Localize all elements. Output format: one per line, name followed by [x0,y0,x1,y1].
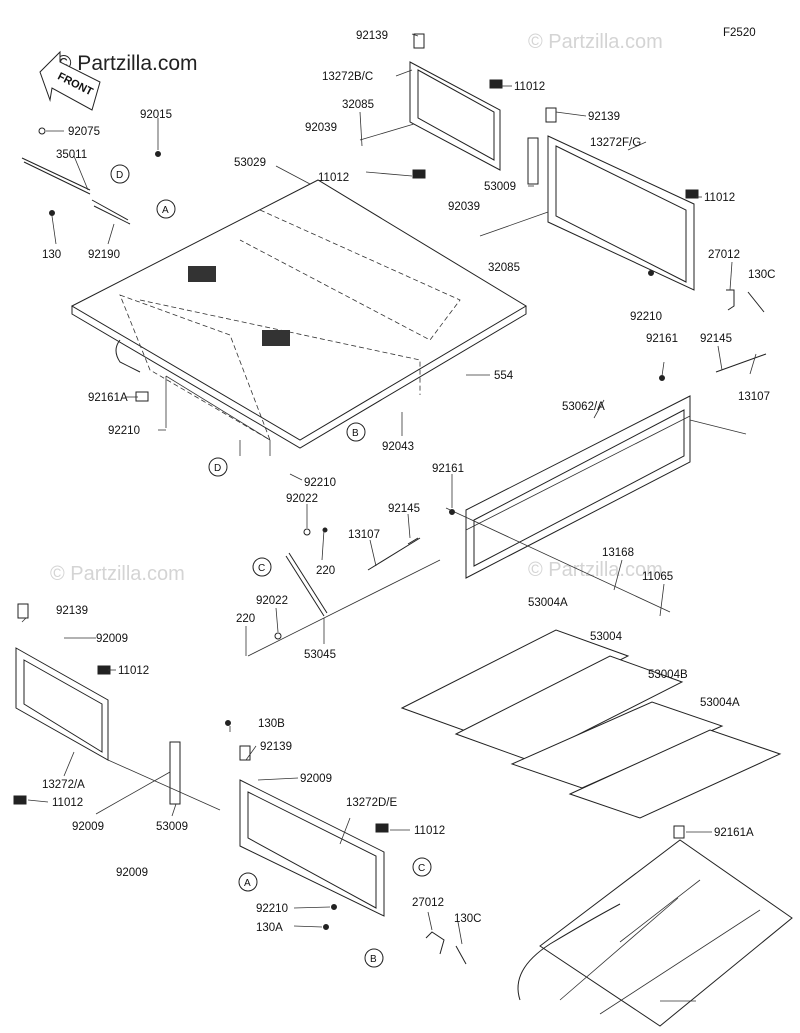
label-92043: 92043 [382,441,414,453]
label-92210-left: 92210 [108,425,140,437]
svg-text:D: D [214,463,221,474]
label-92015: 92015 [140,109,172,121]
side-panel-13272bc [359,33,503,179]
label-92190: 92190 [88,249,120,261]
callout-a-top: A [156,199,176,219]
callout-b-top: B [346,422,366,442]
callout-d-bottom: D [208,457,228,477]
callout-a-bottom: A [238,872,258,892]
label-11012-right: 11012 [704,192,735,204]
rod-35011 [21,127,161,225]
callout-c-mid: C [252,557,272,577]
label-92022-bot: 92022 [256,595,288,607]
callout-d-top: D [110,164,130,184]
callout-c-bottom: C [412,857,432,877]
watermark-main: © Partzilla.com [56,52,198,75]
grid-pattern-icon [188,266,216,282]
label-130: 130 [42,249,61,261]
label-92145-top: 92145 [700,333,732,345]
label-11012-mid: 11012 [318,172,349,184]
label-92210-right: 92210 [630,311,662,323]
label-13272fg: 13272F/G [590,137,641,149]
label-92210-bottom: 92210 [304,477,336,489]
label-53004b: 53004B [648,669,688,681]
svg-text:D: D [116,170,123,181]
figure-code: F2520 [723,27,756,39]
label-53009-left: 53009 [156,821,188,833]
label-92210-midbot: 92210 [256,903,288,915]
label-92139-left: 92139 [56,605,88,617]
label-92161-top: 92161 [646,333,678,345]
watermark-left: © Partzilla.com [50,563,185,585]
label-554: 554 [494,370,514,382]
svg-text:A: A [244,878,251,889]
label-13272de: 13272D/E [346,797,397,809]
side-panel-13272de [225,720,467,965]
label-11012-left: 11012 [118,665,149,677]
grid-pattern-icon [262,330,290,346]
front-arrow-icon: FRONT [39,50,101,111]
svg-text:C: C [258,563,265,574]
label-11012-top: 11012 [514,81,545,93]
label-92009-l2: 92009 [116,867,148,879]
label-53045: 53045 [304,649,336,661]
label-130b: 130B [258,718,285,730]
label-220-b: 220 [236,613,255,625]
label-92139-right: 92139 [588,111,620,123]
label-13107-mid: 13107 [348,529,380,541]
floor-mats [400,629,782,819]
deck-panel-53029 [70,179,527,456]
label-35011: 35011 [56,149,87,161]
label-92009-mid: 92009 [300,773,332,785]
label-53029: 53029 [234,157,266,169]
label-220-a: 220 [316,565,335,577]
svg-text:A: A [162,205,169,216]
label-11065: 11065 [642,571,673,583]
label-13272a: 13272/A [42,779,85,791]
label-32085-top: 32085 [342,99,374,111]
label-92039-right: 92039 [448,201,480,213]
label-11012-leftbot: 11012 [52,797,83,809]
label-27012-top: 27012 [708,249,740,261]
label-27012-bot: 27012 [412,897,444,909]
label-92161-mid: 92161 [432,463,464,475]
label-92009-l1: 92009 [72,821,104,833]
label-130a: 130A [256,922,283,934]
label-13107-top: 13107 [738,391,770,403]
reference-frame [517,825,793,1027]
label-92039-top: 92039 [305,122,337,134]
strut-53045 [247,527,441,657]
label-53004a-2: 53004A [700,697,740,709]
label-13168: 13168 [602,547,634,559]
watermark-top: © Partzilla.com [528,31,663,53]
label-92161a-right: 92161A [714,827,754,839]
side-panel-13272a [13,603,221,815]
callout-b-bottom: B [364,948,384,968]
label-130c-top: 130C [748,269,776,281]
label-92139-top: 92139 [356,30,388,42]
tailgate-53062a [445,353,767,613]
svg-text:B: B [352,428,359,439]
label-53062a: 53062/A [562,401,605,413]
watermark-center: © Partzilla.com [528,559,663,581]
label-53004: 53004 [590,631,623,643]
label-32085-right: 32085 [488,262,520,274]
label-53009-top: 53009 [484,181,516,193]
label-92009-left: 92009 [96,633,128,645]
label-92145-mid: 92145 [388,503,420,515]
label-13272bc: 13272B/C [322,71,373,83]
label-92161a-left: 92161A [88,392,128,404]
leader-lines [21,33,757,1002]
side-panel-13272fg [479,107,765,313]
label-92139-mid: 92139 [260,741,292,753]
label-11012-midbot: 11012 [414,825,445,837]
label-130c-bot: 130C [454,913,482,925]
svg-text:B: B [370,954,377,965]
label-92075: 92075 [68,126,100,138]
svg-text:C: C [418,863,425,874]
label-53004a-1: 53004A [528,597,568,609]
label-92022-top: 92022 [286,493,318,505]
